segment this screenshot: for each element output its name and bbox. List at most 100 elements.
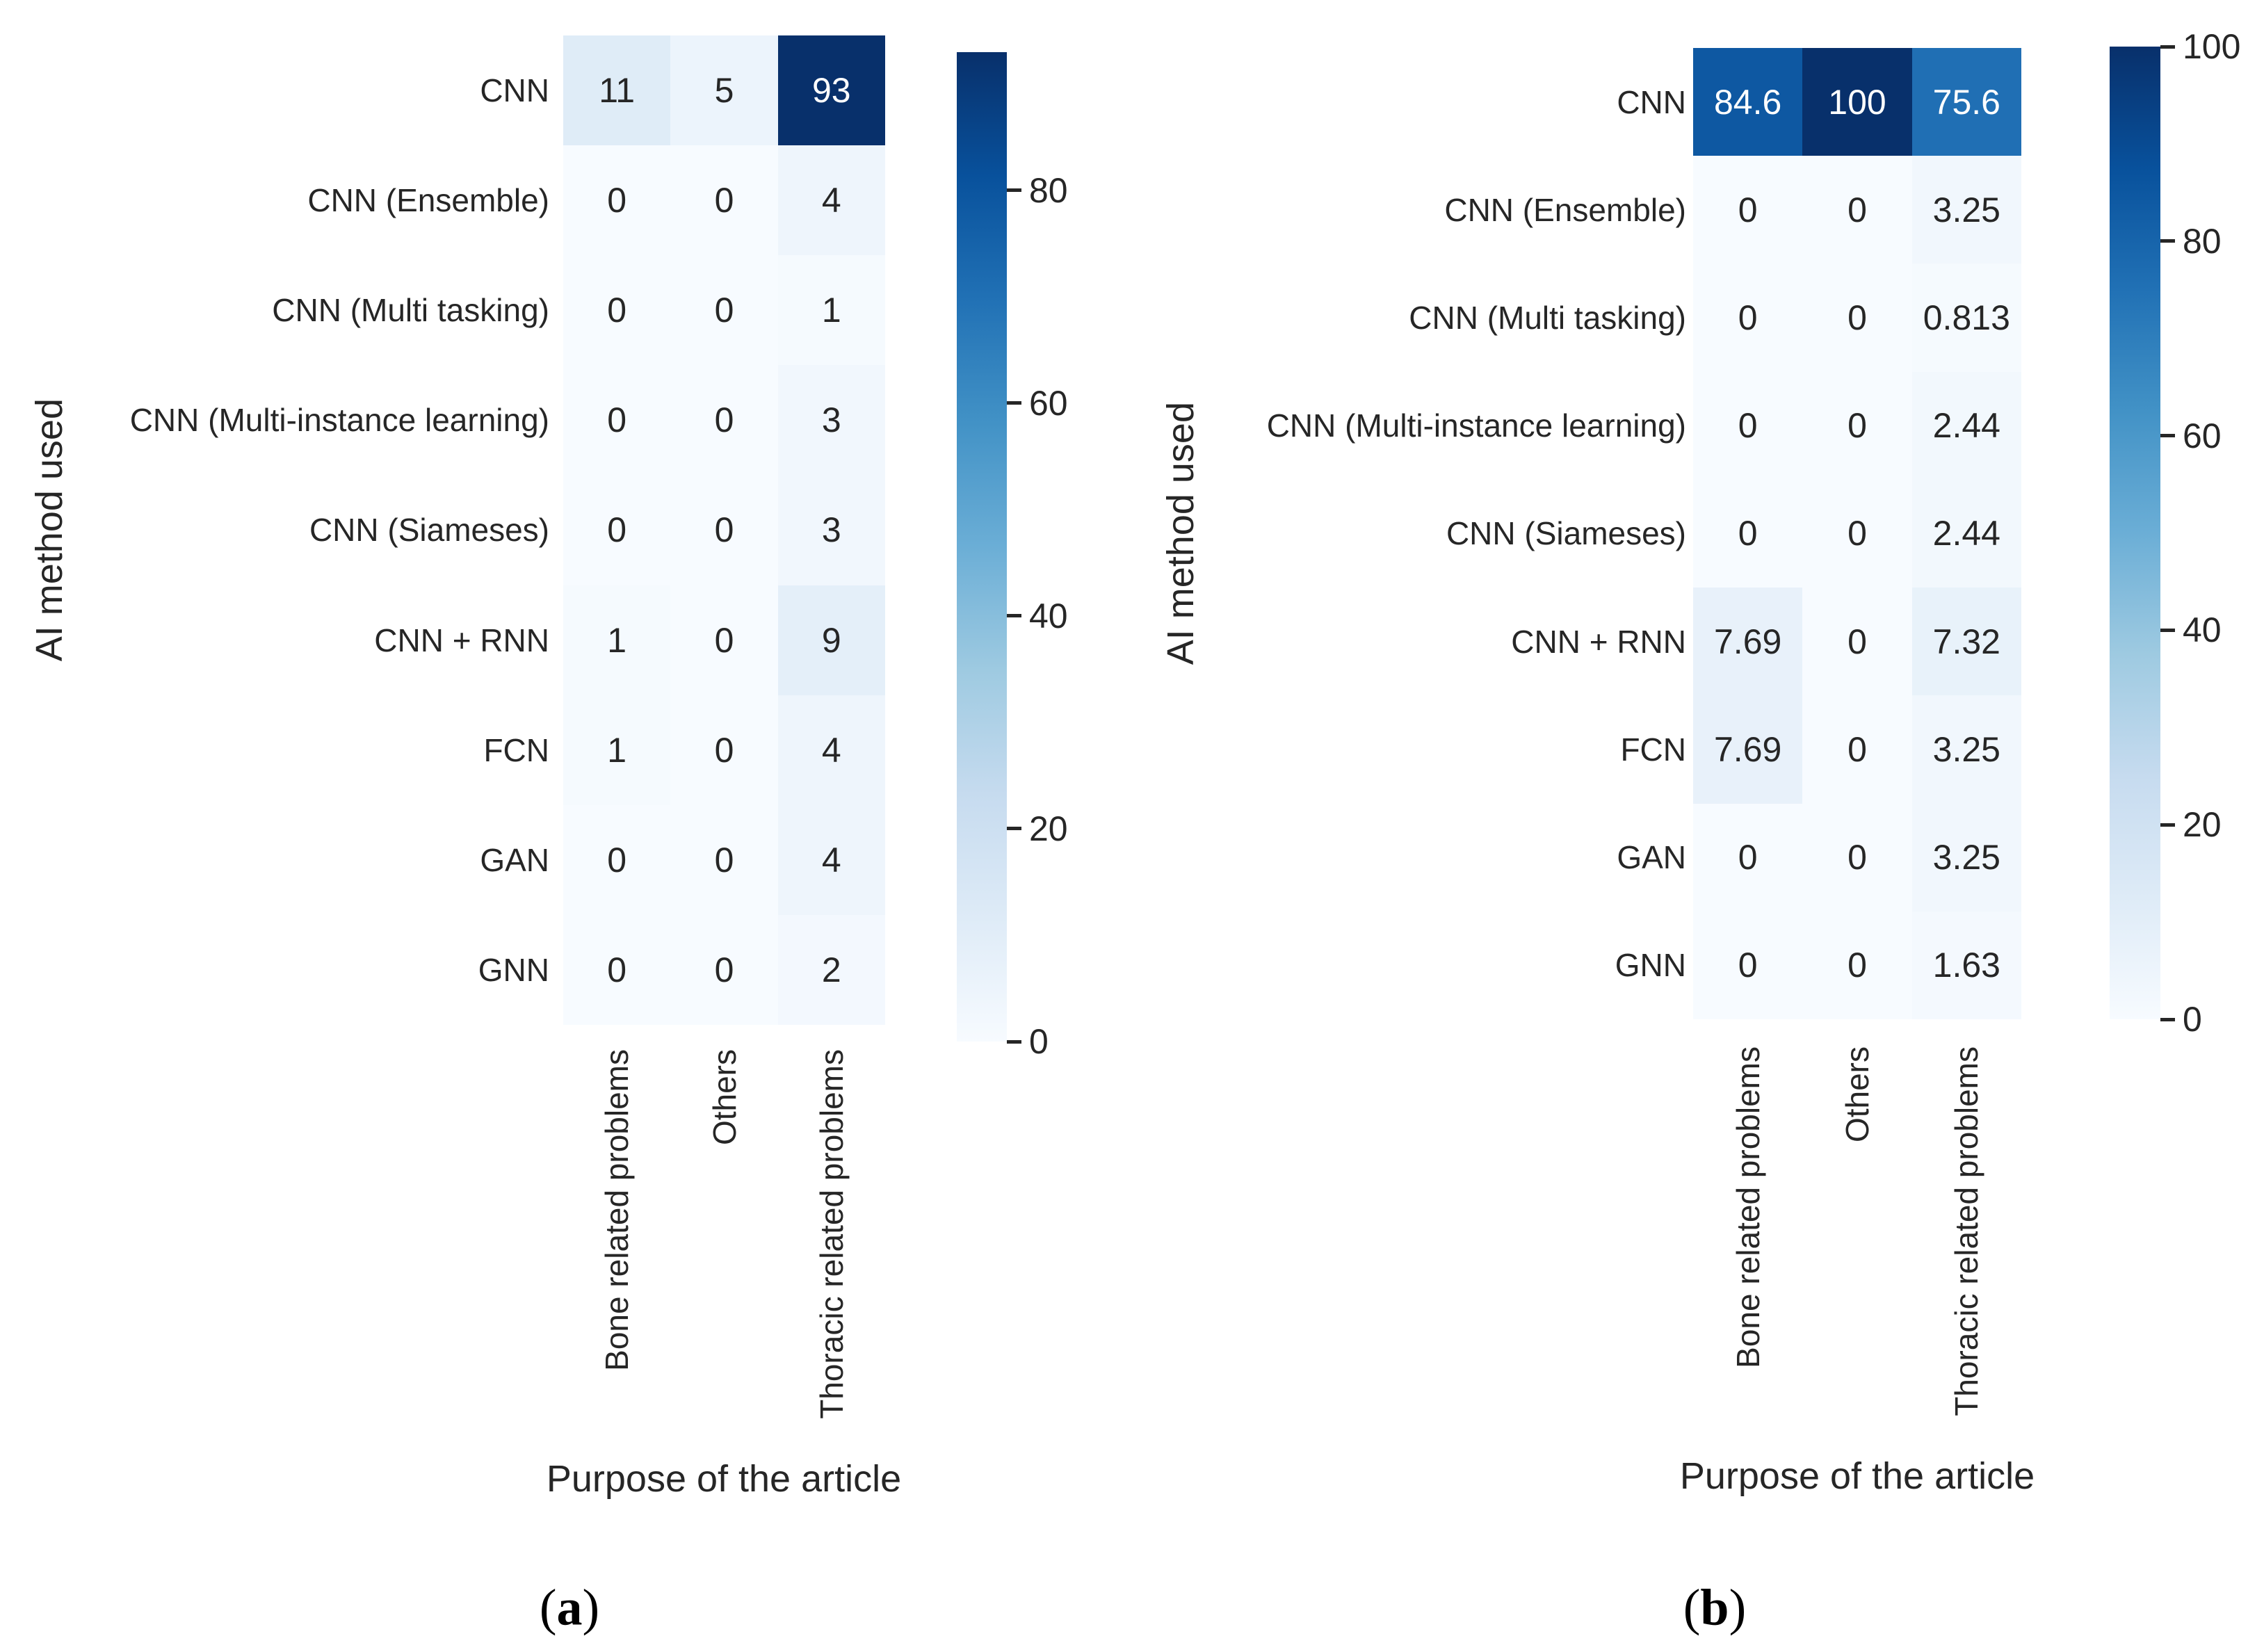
row-label: CNN — [480, 72, 549, 109]
heatmap-cell: 0 — [670, 914, 778, 1025]
colorbar-tick — [2160, 628, 2175, 632]
colorbar-tick — [1007, 1039, 1021, 1044]
heatmap-cell: 0 — [1802, 479, 1912, 588]
col-label: Bone related problems — [599, 1049, 636, 1371]
heatmap-cell: 2.44 — [1911, 371, 2021, 480]
row-label: CNN (Multi-instance learning) — [1266, 407, 1686, 444]
row-label: CNN (Multi tasking) — [1409, 300, 1686, 337]
heatmap-cell: 3 — [777, 365, 885, 476]
row-label: CNN (Ensemble) — [1444, 191, 1686, 228]
colorbar-tick — [2160, 239, 2175, 243]
heatmap-cell: 93 — [777, 35, 885, 146]
heatmap-cell: 0 — [563, 145, 671, 256]
y-axis-label: AI method used — [1160, 402, 1202, 665]
colorbar-tick — [1007, 401, 1021, 405]
row-label: CNN (Siameses) — [1446, 515, 1686, 552]
row-label: GNN — [478, 951, 549, 988]
heatmap-cell: 0.813 — [1911, 264, 2021, 372]
heatmap-cell: 0 — [670, 365, 778, 476]
col-label: Thoracic related problems — [813, 1049, 850, 1419]
colorbar-tick-label: 80 — [2183, 221, 2222, 261]
heatmap-cell: 7.32 — [1911, 588, 2021, 696]
heatmap-cell: 0 — [1802, 588, 1912, 696]
caption-letter: a — [556, 1579, 583, 1637]
row-label: CNN — [1617, 83, 1686, 120]
colorbar-tick-label: 20 — [1029, 809, 1068, 848]
heatmap-cell: 0 — [670, 255, 778, 366]
heatmap-cell: 1 — [777, 255, 885, 366]
heatmap-cell: 0 — [1693, 156, 1803, 264]
heatmap-cell: 3 — [777, 475, 885, 585]
row-label: FCN — [1620, 731, 1686, 768]
caption-paren-open: ( — [1683, 1579, 1701, 1637]
colorbar-tick-label: 40 — [2183, 610, 2222, 650]
colorbar-gradient — [957, 52, 1007, 1042]
row-label: CNN (Multi tasking) — [272, 292, 549, 329]
col-label: Others — [1839, 1046, 1875, 1143]
heatmap-cell: 0 — [563, 365, 671, 476]
caption-paren-close: ) — [582, 1579, 600, 1637]
heatmap-cell: 3.25 — [1911, 803, 2021, 912]
colorbar-tick-label: 0 — [1029, 1022, 1049, 1061]
colorbar-tick — [1007, 827, 1021, 831]
colorbar-tick-label: 40 — [1029, 596, 1068, 635]
row-label: CNN (Siameses) — [309, 512, 549, 549]
heatmap-cell: 100 — [1802, 48, 1912, 156]
y-axis-label: AI method used — [29, 398, 70, 662]
heatmap-cell: 0 — [1693, 371, 1803, 480]
heatmap-cell: 7.69 — [1693, 695, 1803, 804]
heatmap-cell: 0 — [1693, 264, 1803, 372]
heatmap-cell: 2 — [777, 914, 885, 1025]
colorbar: 80 60 40 20 0 — [957, 52, 1160, 1059]
colorbar-tick-label: 0 — [2183, 1000, 2202, 1039]
heatmap-cell: 0 — [563, 255, 671, 366]
col-label: Bone related problems — [1729, 1046, 1766, 1368]
colorbar-tick-label: 80 — [1029, 170, 1068, 210]
heatmap-cell: 3.25 — [1911, 156, 2021, 264]
heatmap-cell: 0 — [1802, 911, 1912, 1019]
row-label: GNN — [1615, 947, 1686, 984]
heatmap-cell: 1.63 — [1911, 911, 2021, 1019]
heatmap-cell: 0 — [1693, 479, 1803, 588]
heatmap-cell: 0 — [1802, 156, 1912, 264]
heatmap-cell: 9 — [777, 585, 885, 695]
colorbar-tick-label: 60 — [1029, 383, 1068, 423]
row-labels: CNN CNN (Ensemble) CNN (Multi tasking) CNN … — [1202, 48, 1686, 1019]
heatmap-cell: 4 — [777, 804, 885, 915]
heatmap-cell: 84.6 — [1693, 48, 1803, 156]
colorbar-gradient — [2110, 47, 2160, 1019]
caption-paren-close: ) — [1729, 1579, 1747, 1637]
heatmap-cell: 0 — [670, 475, 778, 585]
heatmap-cell: 0 — [1693, 911, 1803, 1019]
colorbar-tick-label: 60 — [2183, 416, 2222, 455]
caption-letter: b — [1700, 1579, 1729, 1637]
subfigure-caption-b: (b) — [1683, 1579, 1746, 1638]
row-label: CNN (Multi-instance learning) — [129, 402, 549, 439]
colorbar-tick — [2160, 823, 2175, 827]
row-label: CNN + RNN — [374, 622, 549, 658]
y-axis-label-wrap: AI method used — [28, 35, 71, 1025]
row-label: CNN (Ensemble) — [307, 182, 549, 219]
y-axis-label-wrap: AI method used — [1159, 48, 1202, 1019]
x-axis-label: Purpose of the article — [546, 1458, 902, 1500]
x-axis-label: Purpose of the article — [1679, 1455, 2035, 1497]
caption-paren-open: ( — [539, 1579, 557, 1637]
heatmap-cell: 0 — [1802, 803, 1912, 912]
colorbar-tick — [2160, 1017, 2175, 1021]
heatmap-cell: 75.6 — [1911, 48, 2021, 156]
heatmap-cell: 1 — [563, 695, 671, 805]
heatmap-cell: 4 — [777, 695, 885, 805]
heatmap-cell: 0 — [563, 914, 671, 1025]
heatmap-cell: 0 — [1802, 695, 1912, 804]
colorbar-tick-label: 20 — [2183, 805, 2222, 845]
heatmap-cell: 4 — [777, 145, 885, 256]
heatmap-cell: 0 — [670, 585, 778, 695]
heatmap-cell: 0 — [670, 145, 778, 256]
col-label: Thoracic related problems — [1948, 1046, 1985, 1416]
heatmap-cell: 0 — [1802, 371, 1912, 480]
subfigure-caption-a: (a) — [540, 1579, 599, 1638]
